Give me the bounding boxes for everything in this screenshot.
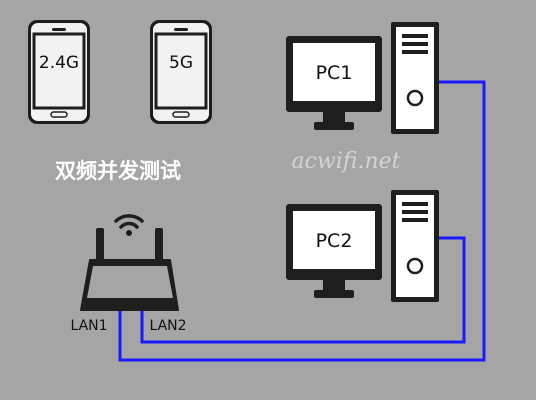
router-antenna-left bbox=[96, 228, 104, 268]
watermark: acwifi.net bbox=[291, 149, 400, 174]
phone-2-4g: 2.4G bbox=[28, 20, 90, 124]
pc1: PC1 bbox=[286, 22, 439, 134]
router: LAN1 LAN2 bbox=[70, 214, 187, 334]
port-label-lan1: LAN1 bbox=[70, 318, 107, 334]
pc1-label: PC1 bbox=[316, 62, 353, 84]
router-antenna-right bbox=[155, 228, 163, 268]
phone-label-2-4g: 2.4G bbox=[39, 53, 79, 73]
cable-lan2-pc2 bbox=[140, 236, 466, 344]
phone-label-5g: 5G bbox=[169, 53, 193, 73]
pc2: PC2 bbox=[286, 190, 439, 302]
port-label-lan2: LAN2 bbox=[149, 318, 186, 334]
cable-lan1-pc1 bbox=[118, 80, 486, 362]
pc2-label: PC2 bbox=[316, 230, 353, 252]
diagram-caption: 双频并发测试 bbox=[55, 159, 181, 183]
wifi-icon bbox=[114, 214, 144, 236]
phone-5g: 5G bbox=[150, 20, 212, 124]
